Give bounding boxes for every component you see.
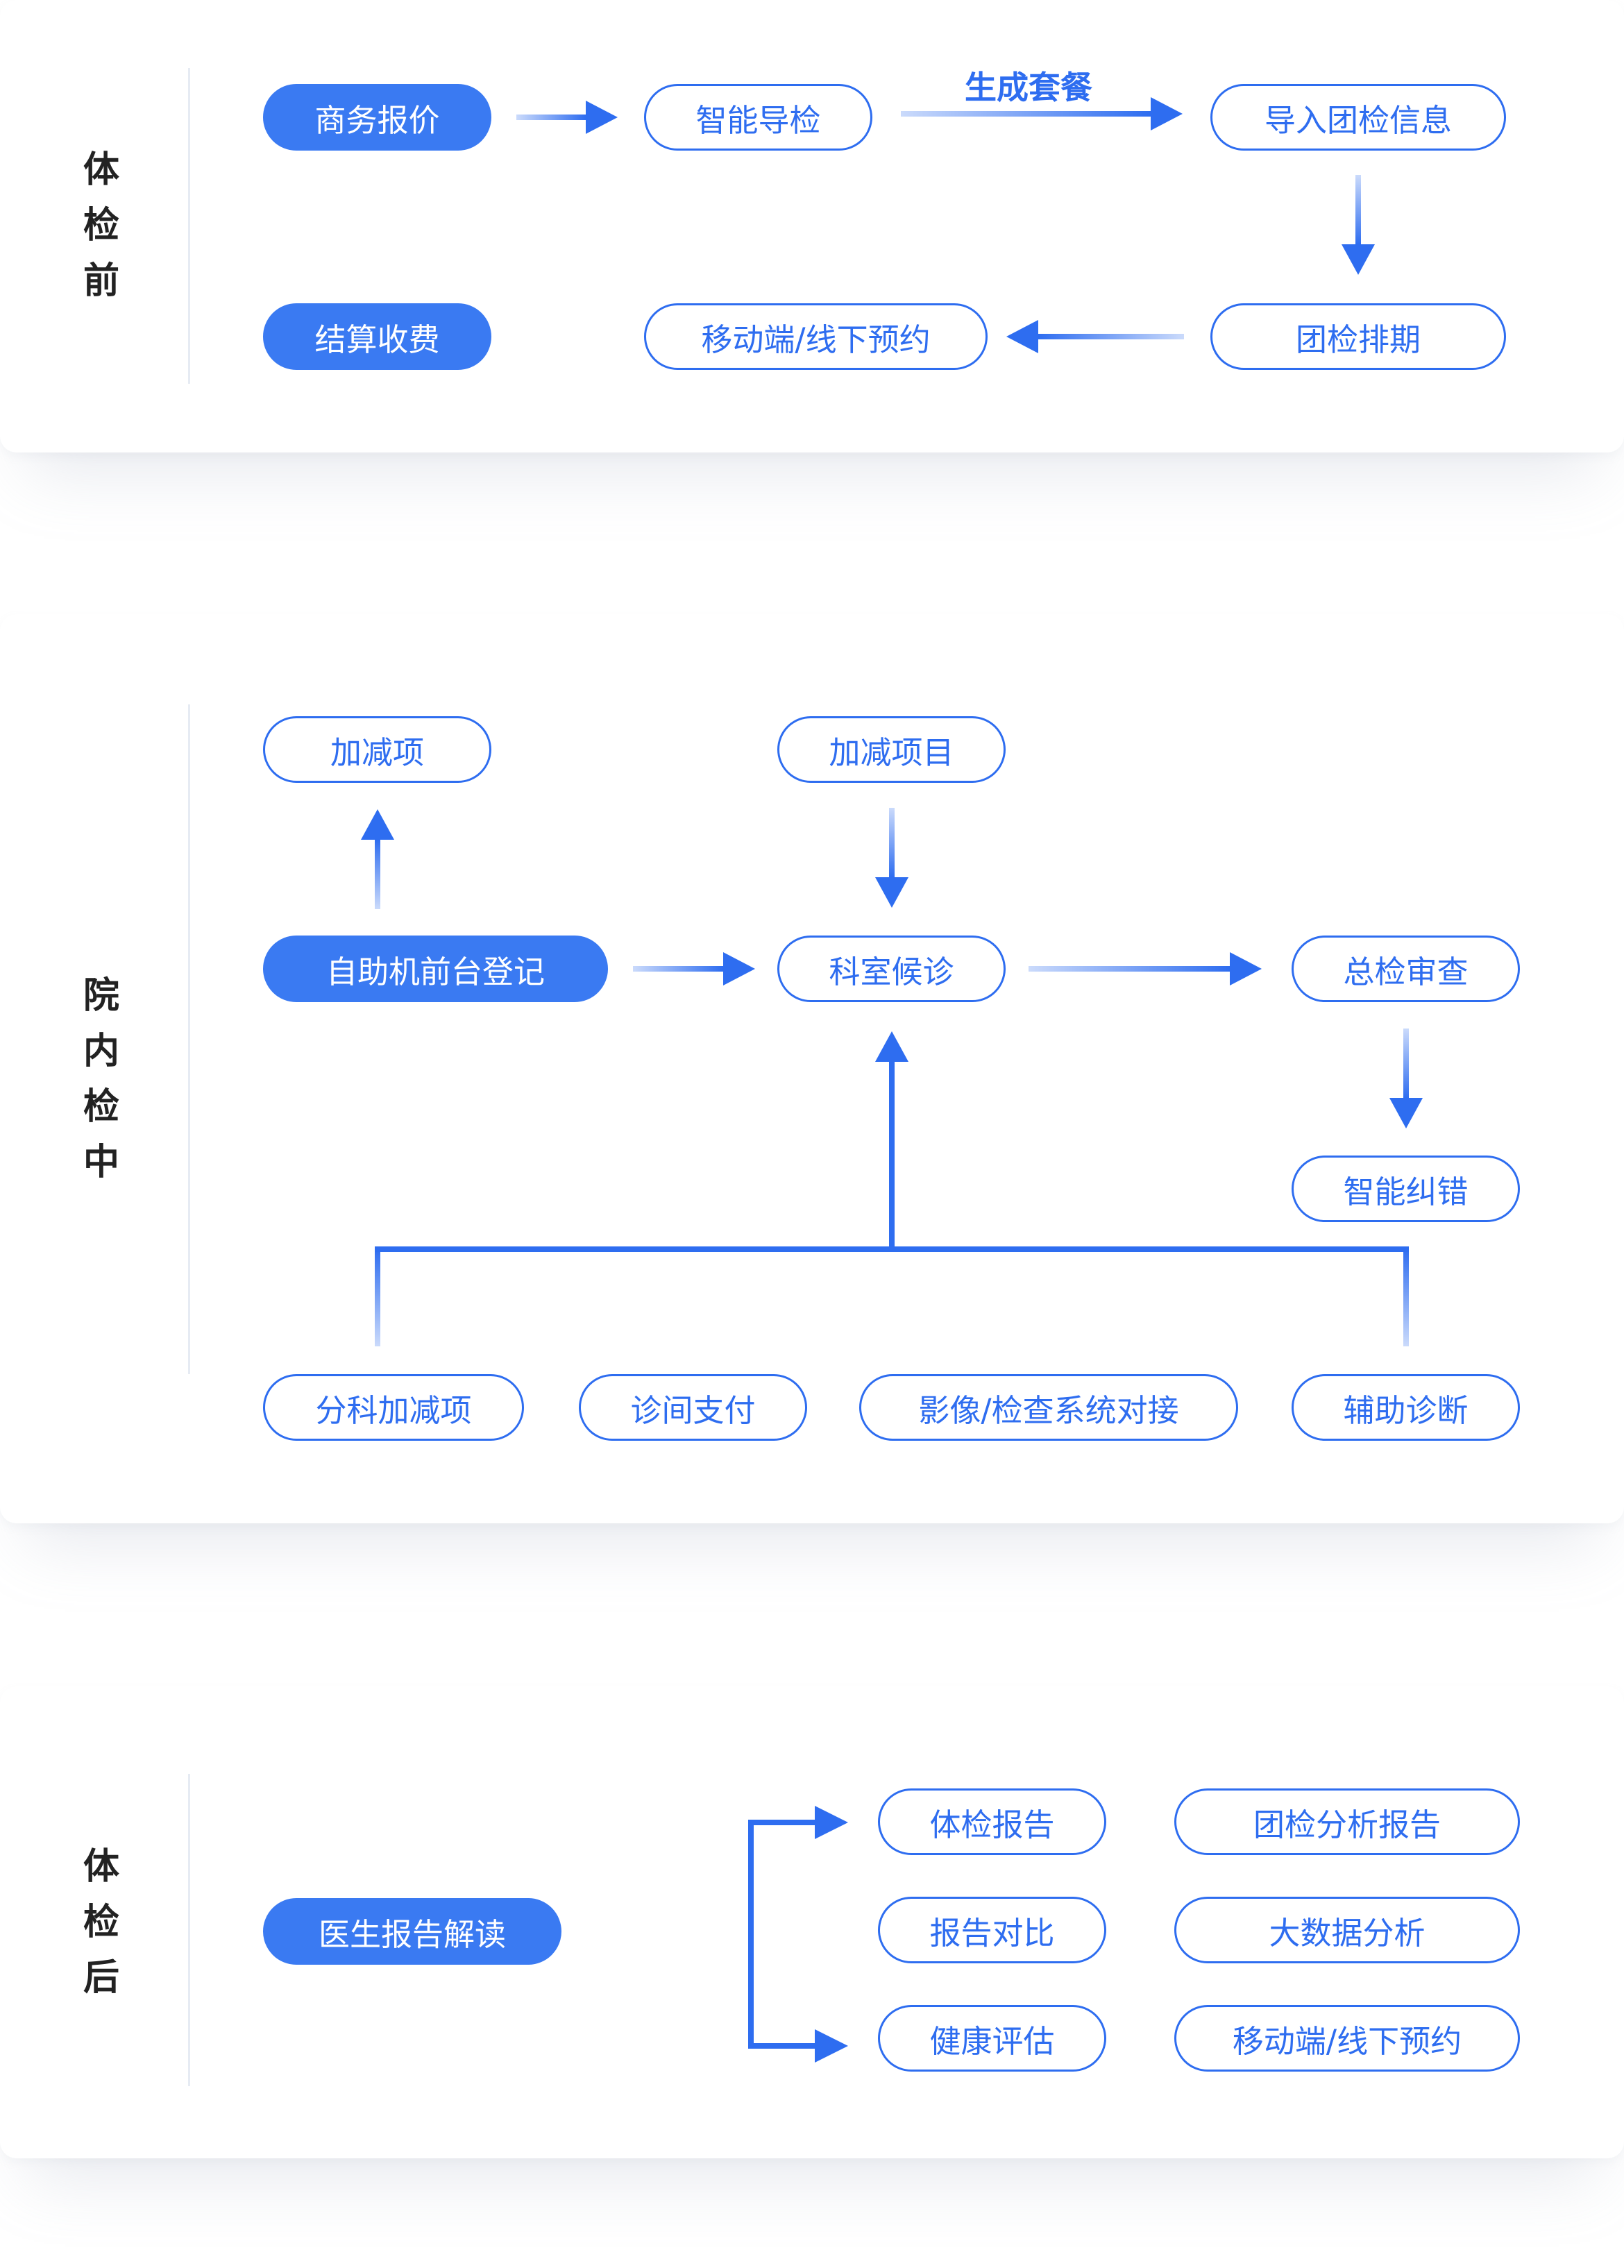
arrow-waiting-to-review — [1029, 952, 1262, 985]
node-smart-correction[interactable]: 智能纠错 — [1292, 1156, 1520, 1222]
stage-card-in: 院内检中 加减项 加减项目 自助机前台登记 科室候诊 总检审查 智能纠错 分科加… — [0, 614, 1624, 1523]
node-exam-report[interactable]: 体检报告 — [878, 1788, 1106, 1855]
node-smart-guide[interactable]: 智能导检 — [644, 84, 872, 151]
node-group-schedule[interactable]: 团检排期 — [1210, 303, 1506, 370]
edge-label-generate-package: 生成套餐 — [965, 69, 1092, 106]
stage-label-in: 院内检中 — [81, 968, 122, 1190]
node-self-service-register[interactable]: 自助机前台登记 — [263, 936, 608, 1002]
node-report-compare[interactable]: 报告对比 — [878, 1897, 1106, 1963]
connector-bottom-bus-to-waiting — [375, 1031, 1409, 1346]
stage-card-post: 体检后 医生报告解读 体检报告 团检分析报告 报告对比 大数据分析 健康评估 移… — [0, 1686, 1624, 2158]
node-assist-diagnosis[interactable]: 辅助诊断 — [1292, 1374, 1520, 1441]
node-imaging-integration[interactable]: 影像/检查系统对接 — [859, 1374, 1238, 1441]
arrow-review-to-correction — [1389, 1029, 1423, 1128]
node-dept-add-remove[interactable]: 分科加减项 — [263, 1374, 524, 1441]
node-doctor-interpret[interactable]: 医生报告解读 — [263, 1898, 561, 1965]
stage-divider — [188, 704, 190, 1374]
node-business-quote[interactable]: 商务报价 — [263, 84, 491, 151]
arrow-schedule-to-booking — [1006, 320, 1184, 353]
node-import-group-info[interactable]: 导入团检信息 — [1210, 84, 1506, 151]
stage-label-text: 体检前 — [83, 149, 119, 302]
node-mobile-offline-booking[interactable]: 移动端/线下预约 — [644, 303, 988, 370]
node-mobile-offline-booking-post[interactable]: 移动端/线下预约 — [1174, 2005, 1520, 2072]
node-clinic-payment[interactable]: 诊间支付 — [579, 1374, 807, 1441]
node-settle-fee[interactable]: 结算收费 — [263, 303, 491, 370]
node-final-review[interactable]: 总检审查 — [1292, 936, 1520, 1002]
arrow-register-to-add-remove — [361, 809, 394, 909]
arrow-guide-to-import — [901, 97, 1183, 130]
stage-divider — [188, 68, 190, 384]
arrow-register-to-waiting — [633, 952, 755, 985]
arrow-quote-to-guide — [516, 101, 618, 134]
connector-interpret-branches — [748, 1806, 848, 2063]
node-big-data-analysis[interactable]: 大数据分析 — [1174, 1897, 1520, 1963]
stage-label-text: 院内检中 — [83, 975, 119, 1183]
node-add-remove[interactable]: 加减项 — [263, 716, 491, 783]
stage-label-post: 体检后 — [81, 1839, 122, 2006]
node-group-analysis-report[interactable]: 团检分析报告 — [1174, 1788, 1520, 1855]
node-add-remove-items[interactable]: 加减项目 — [777, 716, 1006, 783]
stage-divider — [188, 1774, 190, 2086]
arrow-items-to-waiting — [875, 808, 908, 908]
stage-label-pre: 体检前 — [81, 142, 122, 309]
node-health-eval[interactable]: 健康评估 — [878, 2005, 1106, 2072]
node-dept-waiting[interactable]: 科室候诊 — [777, 936, 1006, 1002]
stage-card-pre: 体检前 商务报价 智能导检 导入团检信息 结算收费 移动端/线下预约 团检排期 … — [0, 0, 1624, 452]
stage-label-text: 体检后 — [83, 1846, 119, 1999]
arrow-import-to-schedule — [1342, 175, 1375, 275]
